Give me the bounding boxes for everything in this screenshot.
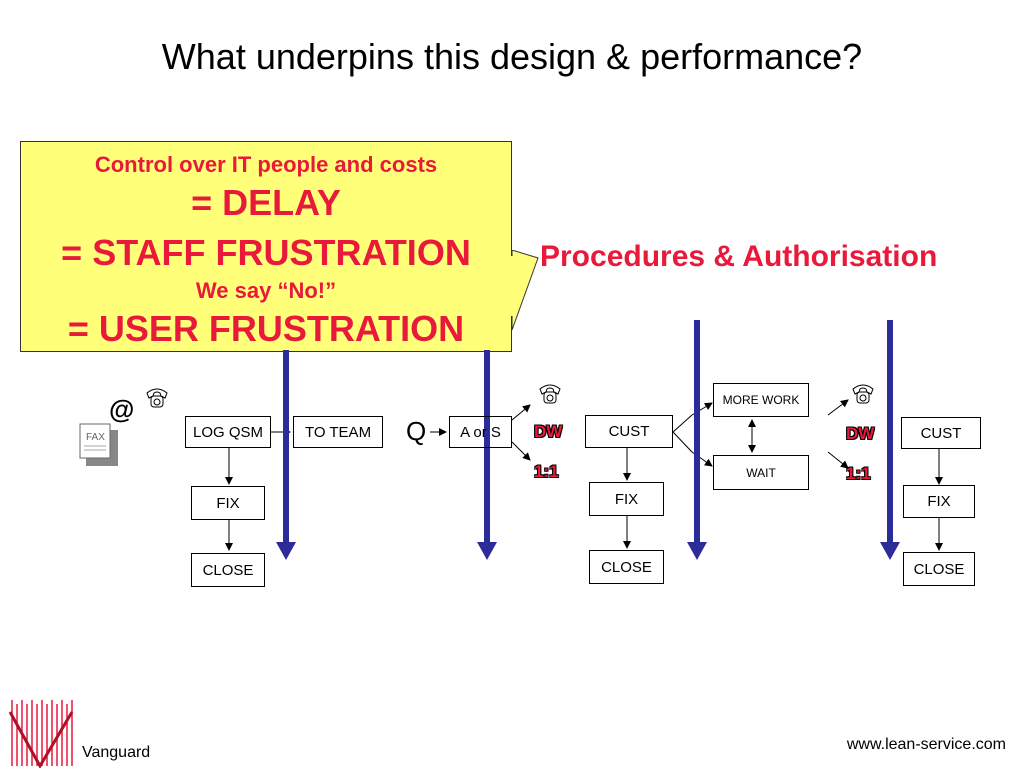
slide-title: What underpins this design & performance… <box>161 36 863 77</box>
callout-tail-join <box>508 256 514 316</box>
email-icon: @ <box>109 394 135 424</box>
phone-icon <box>852 384 874 404</box>
callout-line-3: = STAFF FRUSTRATION <box>61 232 471 273</box>
wait-box: WAIT <box>713 455 809 490</box>
callout-line-2: = DELAY <box>191 182 341 223</box>
cust-box: CUST <box>585 415 673 448</box>
cust-box: CUST <box>901 417 981 449</box>
fax-icon: FAX <box>79 423 118 466</box>
website-url: www.lean-service.com <box>846 736 1006 753</box>
procedure-arrows <box>276 320 900 560</box>
fix-box: FIX <box>589 482 664 516</box>
callout-box: Control over IT people and costs = DELAY… <box>20 141 512 352</box>
ratio-label: 1:1 <box>846 464 871 483</box>
to-team-box: TO TEAM <box>293 416 383 448</box>
callout-line-5: = USER FRUSTRATION <box>67 308 465 349</box>
callout-line-1: Control over IT people and costs <box>94 152 438 177</box>
close-box: CLOSE <box>903 552 975 586</box>
ratio-label: 1:1 <box>534 462 559 481</box>
phone-icon <box>539 384 561 404</box>
dw-label: DW <box>534 422 563 441</box>
fix-box: FIX <box>191 486 265 520</box>
close-box: CLOSE <box>191 553 265 587</box>
procedures-label: Procedures & Authorisation <box>540 240 938 273</box>
brand-name: Vanguard <box>82 744 151 761</box>
log-qsm-box: LOG QSM <box>185 416 271 448</box>
more-work-box: MORE WORK <box>713 383 809 417</box>
phone-icon <box>146 388 168 408</box>
fix-box: FIX <box>903 485 975 518</box>
vanguard-logo <box>8 700 74 768</box>
callout-line-4: We say “No!” <box>195 278 337 303</box>
close-box: CLOSE <box>589 550 664 584</box>
svg-text:FAX: FAX <box>86 432 105 443</box>
queue-label: Q <box>406 416 427 446</box>
a-or-s-box: A or S <box>449 416 512 448</box>
dw-label: DW <box>846 424 875 443</box>
